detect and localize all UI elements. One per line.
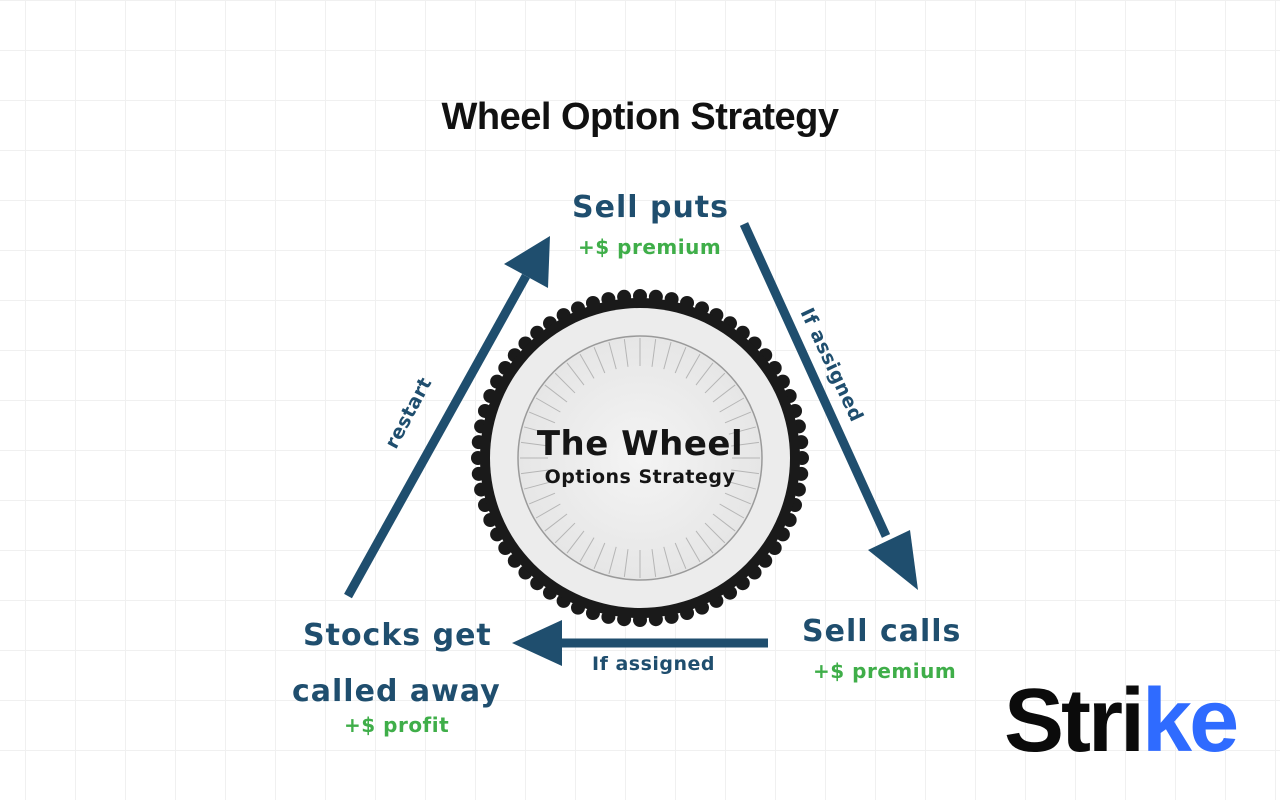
wheel-spoke <box>523 481 552 490</box>
arrow-puts-to-calls <box>739 222 918 590</box>
wheel-spoke <box>623 338 629 367</box>
arrow-label-if-assigned-bottom: If assigned <box>592 653 716 675</box>
wheel-spoke <box>566 530 585 554</box>
arrow-calls-to-called-away <box>512 620 768 666</box>
wheel-spoke <box>608 546 617 575</box>
wheel-spoke <box>704 372 726 394</box>
step-called-away: called away <box>292 674 501 709</box>
wheel-spoke <box>544 513 568 532</box>
step-stocks-get: Stocks get <box>303 618 492 653</box>
wheel-spoke <box>731 469 760 475</box>
wheel-spoke <box>535 397 561 413</box>
logo-text-accent: ke <box>1142 671 1239 771</box>
wheel-spoke <box>724 411 752 424</box>
wheel-spoke <box>528 411 556 424</box>
arrow-restart <box>344 236 550 599</box>
wheel-spoke <box>674 346 687 374</box>
wheel-spoke <box>712 513 736 532</box>
wheel-spoke <box>728 481 757 490</box>
wheel-spoke <box>528 492 556 505</box>
page-title: Wheel Option Strategy <box>441 96 839 138</box>
gain-called-away: +$ profit <box>344 713 450 737</box>
wheel-spoke <box>674 542 687 570</box>
wheel-spoke <box>685 353 701 379</box>
wheel-spoke <box>719 503 745 519</box>
wheel-spoke <box>695 530 714 554</box>
wheel-subtitle: Options Strategy <box>544 466 736 488</box>
wheel-spoke <box>608 341 617 370</box>
wheel-spoke <box>623 549 629 578</box>
wheel-title: The Wheel <box>536 424 744 464</box>
gain-sell-calls: +$ premium <box>813 659 957 683</box>
wheel-spoke <box>712 384 736 403</box>
wheel-spokes <box>520 338 760 578</box>
wheel-spoke <box>579 537 595 563</box>
wheel-spoke <box>520 441 549 447</box>
wheel-rim <box>517 335 763 581</box>
wheel-spoke <box>535 503 561 519</box>
wheel-spoke <box>593 346 606 374</box>
wheel-spoke <box>663 546 672 575</box>
wheel-spoke <box>724 492 752 505</box>
wheel-spoke <box>579 353 595 379</box>
wheel-spoke <box>695 362 714 386</box>
wheel-spoke <box>554 372 576 394</box>
wheel-spoke <box>719 397 745 413</box>
logo-text-main: Stri <box>1004 671 1145 771</box>
wheel-spoke <box>685 537 701 563</box>
wheel-spoke <box>663 341 672 370</box>
wheel-spoke <box>520 469 549 475</box>
wheel-spoke <box>731 441 760 447</box>
wheel-spoke <box>704 522 726 544</box>
wheel-spoke <box>651 338 657 367</box>
wheel-spoke <box>651 549 657 578</box>
step-sell-calls: Sell calls <box>802 614 962 649</box>
wheel-spoke <box>728 426 757 435</box>
wheel-spoke <box>544 384 568 403</box>
step-sell-puts: Sell puts <box>572 190 729 225</box>
wheel-spoke <box>566 362 585 386</box>
wheel-spoke <box>554 522 576 544</box>
gain-sell-puts: +$ premium <box>578 235 722 259</box>
wheel-spoke <box>593 542 606 570</box>
wheel-spoke <box>523 426 552 435</box>
strike-logo: Strike <box>1004 676 1239 766</box>
